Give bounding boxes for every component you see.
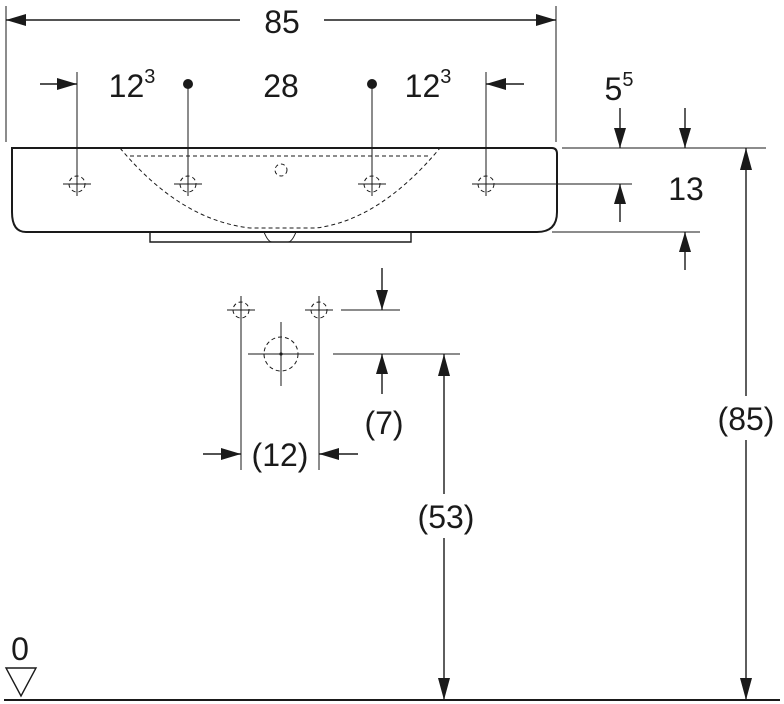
floor-level-label: 0	[11, 631, 29, 667]
basin-depth-label: 13	[668, 171, 704, 207]
tap-hole-dimensions: 123 28 123	[40, 66, 524, 186]
rim-thickness-label: 55	[605, 69, 634, 107]
tap-spacing-label: 28	[263, 68, 299, 104]
tap-hole-symbol	[472, 172, 500, 196]
tap-hole-symbol	[358, 172, 386, 196]
overall-width-label: 85	[264, 4, 300, 40]
connection-spacing-label: (12)	[252, 437, 309, 473]
drain-height-dimension: (53)	[414, 354, 476, 700]
fixing-point-symbol	[227, 296, 255, 324]
basin-body	[10, 147, 558, 243]
floor-reference: 0	[4, 631, 780, 701]
right-offset-label: 123	[405, 66, 452, 104]
rim-height-dimension: (85)	[714, 148, 778, 700]
drain-outlet-symbol	[248, 322, 314, 386]
left-offset-label: 123	[109, 66, 156, 104]
connection-rise-label: (7)	[364, 405, 403, 441]
rim-height-label: (85)	[718, 401, 775, 437]
connection-points: (12) (7)	[203, 268, 460, 473]
drain-height-label: (53)	[418, 499, 475, 535]
fixing-point-symbol	[305, 296, 333, 324]
tap-hole-symbol	[174, 172, 202, 196]
tap-hole-symbol	[63, 172, 91, 196]
overall-width-dimension: 85	[5, 4, 557, 142]
tap-hole-symbols	[63, 172, 500, 196]
rim-depth-dimensions: 55 13	[500, 69, 766, 270]
